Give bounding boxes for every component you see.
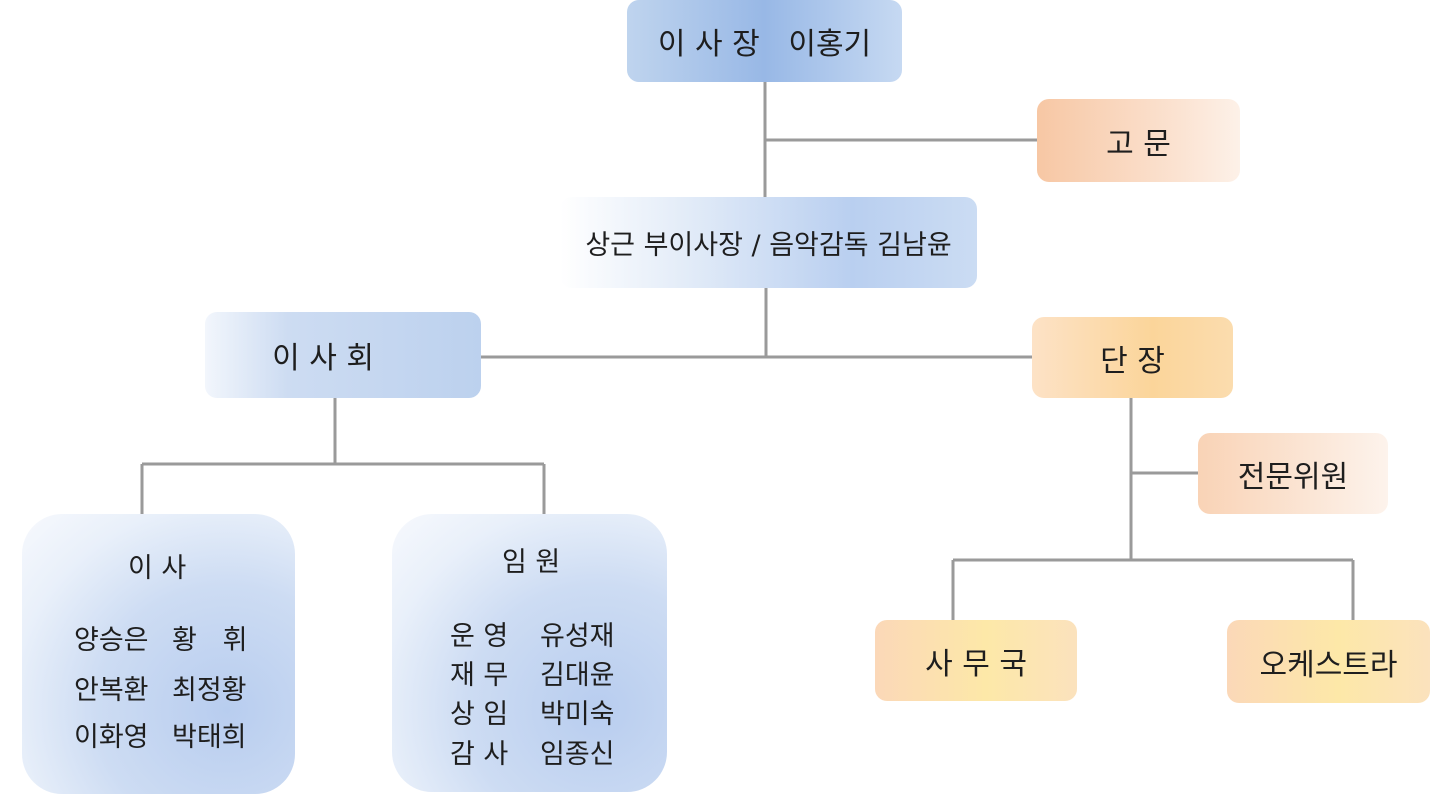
- orchestra-node: 오케스트라: [1227, 620, 1430, 703]
- directors-panel: 이 사 양승은 황 휘 안복환 최정황 이화영 박태희: [22, 514, 295, 794]
- officers-panel-title: 임 원: [502, 547, 561, 578]
- chairman-label: 이 사 장 이홍기: [657, 27, 872, 62]
- board-node: 이 사 회: [205, 312, 481, 398]
- officers-row: 운 영 유성재: [450, 614, 615, 653]
- vice-chairman-node: 상근 부이사장 / 음악감독 김남윤: [560, 197, 977, 288]
- director-name: 안복환: [74, 675, 149, 706]
- secretariat-label: 사 무 국: [925, 646, 1027, 682]
- director-node: 단 장: [1032, 317, 1233, 398]
- officers-row: 감 사 임종신: [450, 732, 615, 771]
- officer-name: 임종신: [540, 739, 615, 770]
- officer-role: 운 영: [450, 621, 509, 652]
- advisor-label: 고 문: [1106, 126, 1171, 162]
- director-label: 단 장: [1100, 343, 1165, 379]
- directors-row: 이화영 박태희: [74, 715, 247, 754]
- board-label: 이 사 회: [272, 341, 374, 376]
- director-name: 황 휘: [172, 625, 248, 656]
- director-name: 양승은: [74, 625, 149, 656]
- specialist-label: 전문위원: [1237, 459, 1349, 495]
- officer-name: 박미숙: [540, 699, 615, 730]
- vice-chairman-label: 상근 부이사장 / 음악감독 김남윤: [585, 230, 952, 261]
- orchestra-label: 오케스트라: [1259, 647, 1398, 683]
- directors-row: 양승은 황 휘: [74, 618, 247, 657]
- director-name: 최정황: [172, 675, 247, 706]
- officer-role: 감 사: [450, 739, 509, 770]
- officer-role: 상 임: [450, 699, 509, 730]
- directors-panel-title: 이 사: [128, 553, 187, 584]
- officer-role: 재 무: [450, 660, 509, 691]
- officers-row: 상 임 박미숙: [450, 692, 615, 731]
- director-name: 이화영: [74, 722, 149, 753]
- chairman-node: 이 사 장 이홍기: [627, 0, 902, 82]
- director-name: 박태희: [172, 722, 247, 753]
- specialist-node: 전문위원: [1198, 433, 1388, 514]
- officers-panel: 임 원 운 영 유성재 재 무 김대윤 상 임 박미숙 감 사 임종신: [392, 514, 667, 792]
- officers-row: 재 무 김대윤: [450, 653, 615, 692]
- officer-name: 김대윤: [540, 660, 615, 691]
- advisor-node: 고 문: [1037, 99, 1240, 182]
- secretariat-node: 사 무 국: [875, 620, 1077, 701]
- officer-name: 유성재: [540, 621, 615, 652]
- directors-row: 안복환 최정황: [74, 668, 247, 707]
